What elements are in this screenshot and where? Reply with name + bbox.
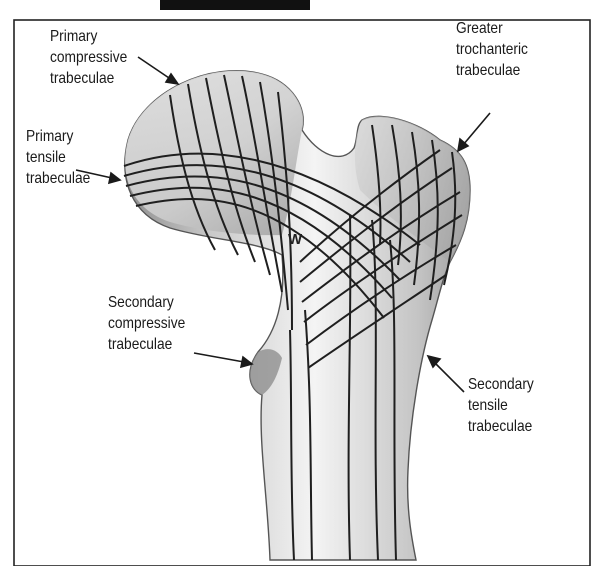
arrow-primary-tensile-head xyxy=(109,173,120,183)
header-fragment xyxy=(160,0,310,10)
arrow-secondary-tensile xyxy=(433,361,464,392)
femoral-head xyxy=(125,71,303,235)
label-secondary-tensile: Secondary tensile trabeculae xyxy=(468,374,534,437)
wards-triangle-marker: W xyxy=(288,231,303,248)
arrow-greater-trochanteric xyxy=(463,113,490,145)
label-primary-compressive: Primary compressive trabeculae xyxy=(50,26,127,89)
arrow-primary-compressive-head xyxy=(166,74,178,84)
arrow-secondary-compressive-head xyxy=(241,357,252,367)
label-secondary-compressive: Secondary compressive trabeculae xyxy=(108,292,185,355)
arrow-primary-compressive xyxy=(138,57,172,80)
label-primary-tensile: Primary tensile trabeculae xyxy=(26,126,90,189)
arrow-secondary-compressive xyxy=(194,353,244,362)
label-greater-trochanteric: Greater trochanteric trabeculae xyxy=(456,18,528,81)
